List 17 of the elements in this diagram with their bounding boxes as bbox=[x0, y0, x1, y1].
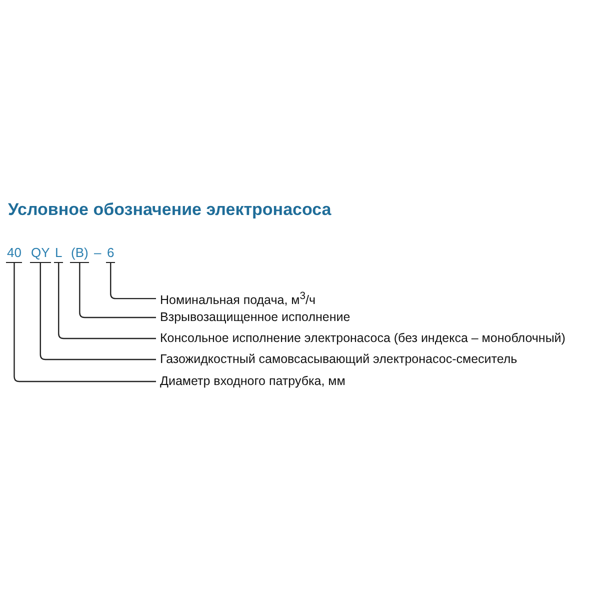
description-text: Взрывозащищенное исполнение bbox=[160, 310, 350, 325]
title: Условное обозначение электронасоса bbox=[8, 200, 332, 220]
description-text: Номинальная подача, м$^{3}$/ч bbox=[160, 289, 316, 308]
leader-line bbox=[79, 263, 156, 318]
leader-line bbox=[40, 263, 156, 360]
code-part: 40 bbox=[6, 245, 22, 263]
description-text: Газожидкостный самовсасывающий электронасос-смеситель bbox=[160, 352, 518, 367]
code-part: 6 bbox=[106, 245, 116, 263]
code-part: L bbox=[54, 245, 64, 263]
leader-line bbox=[110, 263, 156, 300]
separator-dash: – bbox=[94, 245, 102, 260]
code-part: (B) bbox=[70, 245, 90, 263]
leader-line bbox=[14, 263, 156, 382]
code-part: QY bbox=[30, 245, 51, 263]
description-text: Диаметр входного патрубка, мм bbox=[160, 374, 346, 389]
description-text: Консольное исполнение электронасоса (без индекса – моноблочный) bbox=[160, 331, 566, 346]
leader-line bbox=[58, 263, 156, 340]
